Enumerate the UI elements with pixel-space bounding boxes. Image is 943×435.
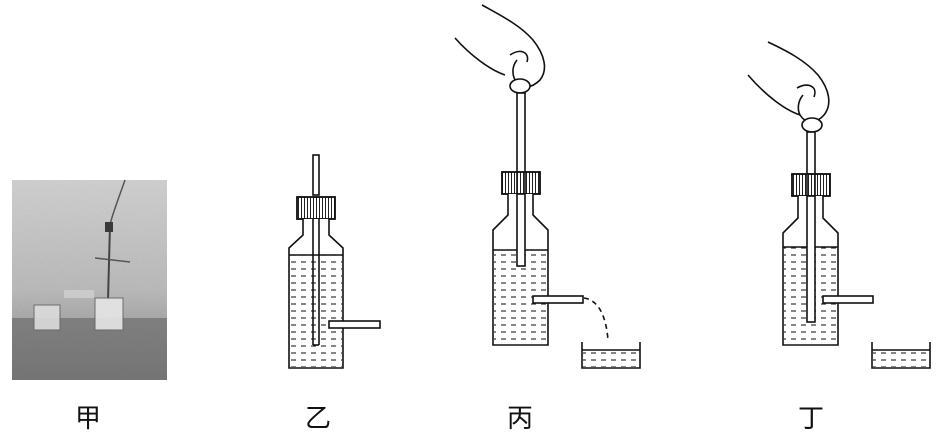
panel-jia-photo (12, 179, 167, 380)
caption-yi: 乙 (304, 404, 331, 434)
panel-ding-apparatus (747, 41, 931, 369)
bottle-cap (296, 196, 336, 220)
bottle-cap (791, 173, 831, 197)
caption-ding: 丁 (797, 404, 824, 434)
caption-jia: 甲 (74, 404, 101, 434)
caption-bing: 丙 (506, 404, 533, 434)
panel-bing-apparatus (454, 4, 641, 369)
panel-yi-apparatus (288, 154, 381, 369)
beaker (581, 342, 641, 369)
hand-icon (747, 41, 830, 133)
beaker (871, 342, 931, 369)
hand-icon (454, 4, 546, 94)
bottle-cap (501, 171, 541, 195)
